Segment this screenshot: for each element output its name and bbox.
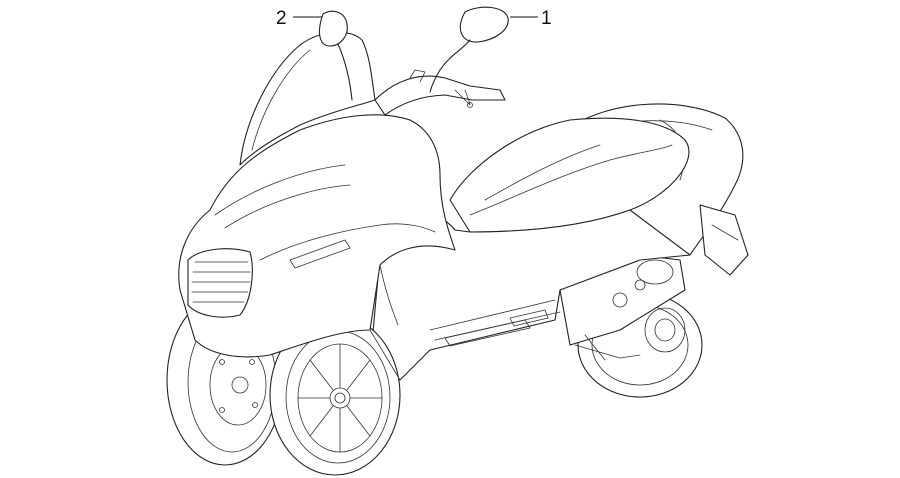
mirror-left (318, 10, 353, 101)
callout-2[interactable]: 2 (276, 8, 322, 29)
callout-label-2: 2 (276, 8, 287, 29)
callout-label-1: 1 (541, 8, 552, 29)
handlebars (374, 69, 506, 116)
callout-1[interactable]: 1 (510, 8, 552, 29)
front-grille (187, 248, 253, 318)
mirror-right (429, 6, 509, 93)
windscreen (239, 31, 376, 166)
